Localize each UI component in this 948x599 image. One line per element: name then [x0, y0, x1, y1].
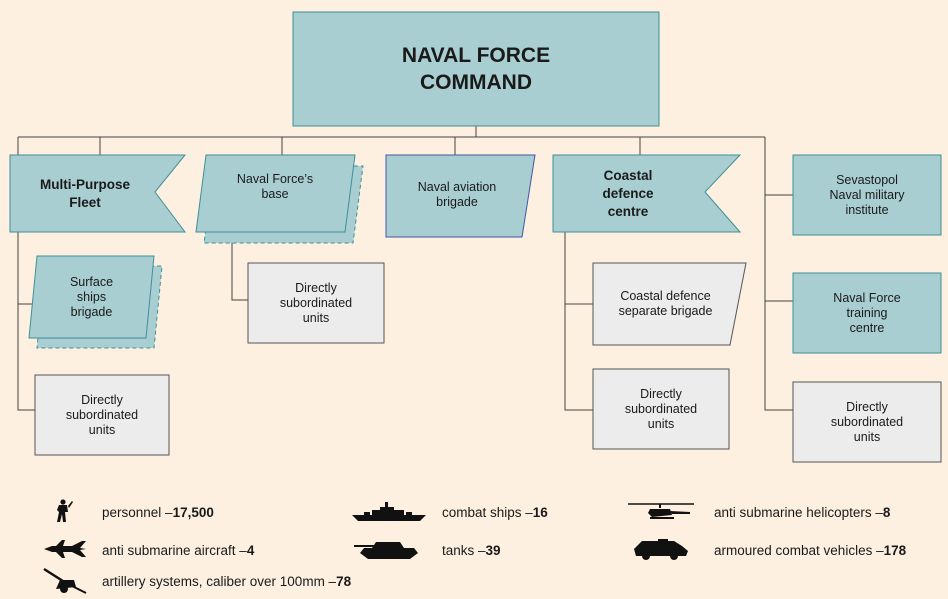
surface-ships-line2: ships — [76, 289, 107, 304]
coastal-centre-line3: centre — [607, 203, 649, 219]
helicopters-label: anti submarine helicopters – — [714, 504, 883, 520]
personnel-label: personnel – — [102, 504, 173, 520]
coastal-centre-line1: Coastal — [603, 167, 653, 183]
legend-helicopters: anti submarine helicopters – 8 — [622, 500, 890, 524]
armoured-label: armoured combat vehicles – — [714, 542, 884, 558]
combat-ships-value: 16 — [532, 504, 548, 520]
tanks-label: tanks – — [442, 542, 486, 558]
sevastopol-institute-label: Sevastopol Naval military institute — [793, 155, 941, 235]
connector-lines — [17, 126, 793, 411]
naval-force-base-label: Naval Force’s base — [200, 155, 350, 219]
training-centre-label: Naval Force training centre — [793, 273, 941, 353]
armoured-value: 178 — [883, 542, 907, 558]
legend-tanks: tanks – 39 — [350, 538, 501, 562]
command-label-line1: NAVAL FORCE — [401, 44, 551, 67]
tank-icon — [350, 537, 428, 564]
coastal-units-line1: Directly — [640, 386, 682, 401]
soldier-icon — [42, 498, 88, 526]
jet-icon — [42, 537, 88, 564]
base-label-line2: base — [261, 187, 289, 201]
coastal-units-box — [592, 368, 730, 450]
coastal-brigade-line2: separate brigade — [618, 304, 713, 318]
training-centre-box — [792, 272, 942, 354]
aircraft-value: 4 — [246, 542, 255, 558]
training-line2: training — [846, 305, 888, 320]
helicopters-value: 8 — [882, 504, 891, 520]
sevastopol-institute-box — [792, 154, 942, 236]
fleet-label-line2: Fleet — [69, 194, 101, 210]
training-line1: Naval Force — [833, 290, 901, 305]
aviation-label-line2: brigade — [436, 195, 478, 209]
coastal-centre-line2: defence — [602, 185, 654, 201]
helicopter-icon — [622, 499, 700, 526]
command-label-line2: COMMAND — [420, 71, 532, 94]
base-units-label: Directly subordinated units — [248, 263, 384, 343]
multi-purpose-fleet-box — [9, 154, 187, 233]
fleet-label-line1: Multi-Purpose — [40, 176, 130, 192]
sevastopol-line1: Sevastopol — [836, 172, 898, 187]
coastal-units-line3: units — [647, 416, 675, 431]
fleet-units-line1: Directly — [81, 392, 123, 407]
tanks-value: 39 — [485, 542, 501, 558]
base-units-box — [247, 262, 385, 344]
fleet-units-box — [34, 374, 170, 456]
surface-ships-line3: brigade — [70, 304, 113, 319]
legend-armoured: armoured combat vehicles – 178 — [622, 538, 906, 562]
naval-aviation-label: Naval aviation brigade — [386, 155, 528, 235]
sevastopol-line3: institute — [845, 202, 889, 217]
naval-aviation-brigade-box — [385, 154, 536, 238]
base-units-line3: units — [302, 310, 330, 325]
artillery-label: artillery systems, caliber over 100mm – — [102, 573, 337, 589]
multi-purpose-fleet-label: Multi-Purpose Fleet — [10, 155, 160, 232]
coastal-defence-centre-label: Coastal defence centre — [553, 155, 703, 232]
coastal-brigade-line1: Coastal defence — [620, 289, 711, 303]
naval-force-base-box — [195, 154, 356, 233]
command-units-box — [792, 381, 942, 463]
base-label-line1: Naval Force’s — [236, 172, 314, 186]
legend-aircraft: anti submarine aircraft – 4 — [42, 538, 254, 562]
command-units-line3: units — [853, 429, 881, 444]
command-units-label: Directly subordinated units — [793, 382, 941, 462]
training-line3: centre — [849, 320, 885, 335]
surface-ships-box — [28, 255, 155, 339]
fleet-units-line2: subordinated — [65, 407, 139, 422]
aircraft-label: anti submarine aircraft – — [102, 542, 247, 558]
aviation-label-line1: Naval aviation — [417, 180, 497, 194]
naval-force-command-box — [292, 11, 660, 127]
combat-ships-label: combat ships – — [442, 504, 533, 520]
artillery-icon — [42, 565, 88, 598]
base-units-line2: subordinated — [279, 295, 353, 310]
coastal-brigade-box — [592, 262, 747, 346]
coastal-units-line2: subordinated — [624, 401, 698, 416]
command-label: NAVAL FORCE COMMAND — [293, 12, 659, 126]
personnel-value: 17,500 — [172, 504, 214, 520]
command-units-line2: subordinated — [830, 414, 904, 429]
base-units-line1: Directly — [295, 280, 337, 295]
sevastopol-line2: Naval military — [829, 187, 905, 202]
armoured-vehicle-icon — [622, 537, 700, 564]
command-units-line1: Directly — [846, 399, 888, 414]
artillery-value: 78 — [336, 573, 352, 589]
coastal-defence-centre-box — [552, 154, 742, 233]
legend-artillery: artillery systems, caliber over 100mm – … — [42, 566, 351, 596]
legend-personnel: personnel – 17,500 — [42, 498, 214, 526]
fleet-units-line3: units — [88, 422, 116, 437]
surface-ships-line1: Surface — [69, 274, 114, 289]
warship-icon — [350, 499, 428, 526]
coastal-units-label: Directly subordinated units — [593, 369, 729, 449]
fleet-units-label: Directly subordinated units — [35, 375, 169, 455]
surface-ships-label: Surface ships brigade — [33, 256, 150, 338]
legend-combat-ships: combat ships – 16 — [350, 500, 548, 524]
coastal-brigade-label: Coastal defence separate brigade — [593, 263, 738, 345]
